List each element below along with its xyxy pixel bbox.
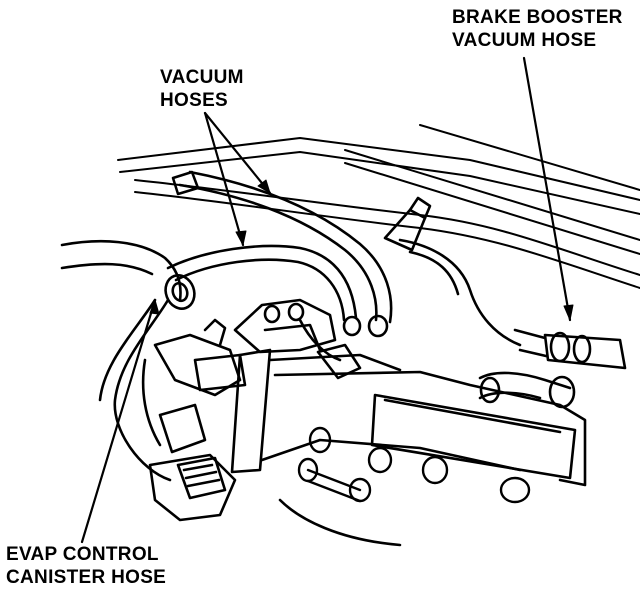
vacuum-hoses-label-line1: VACUUM xyxy=(160,67,244,88)
upper-vacuum-hose xyxy=(178,170,393,324)
vacuum-hoses-label: VACUUM HOSES xyxy=(160,66,244,112)
brake-booster-label-line1: BRAKE BOOSTER xyxy=(452,7,623,28)
bolt-heads xyxy=(297,426,531,504)
evap-label-line1: EVAP CONTROL xyxy=(6,544,159,565)
hose-clamps xyxy=(164,274,389,338)
hood-edge-lines xyxy=(117,124,640,255)
lower-vacuum-hose xyxy=(166,244,358,322)
callout-leaders xyxy=(80,56,572,544)
hose-end-fitting xyxy=(171,170,200,196)
evap-label-line2: CANISTER HOSE xyxy=(6,567,167,588)
cylinder-head xyxy=(260,353,587,547)
vacuum-hoses-label-line2: HOSES xyxy=(160,90,229,111)
evap-canister-hose-label: EVAP CONTROL CANISTER HOSE xyxy=(6,543,166,589)
brake-booster-hose-label: BRAKE BOOSTER VACUUM HOSE xyxy=(452,6,623,52)
throttle-body xyxy=(141,318,247,522)
brake-booster-label-line2: VACUUM HOSE xyxy=(452,30,597,51)
arrowheads xyxy=(149,179,574,321)
tee-fitting xyxy=(383,196,522,347)
brake-booster-hose xyxy=(478,328,627,409)
intake-linkage xyxy=(230,298,362,474)
